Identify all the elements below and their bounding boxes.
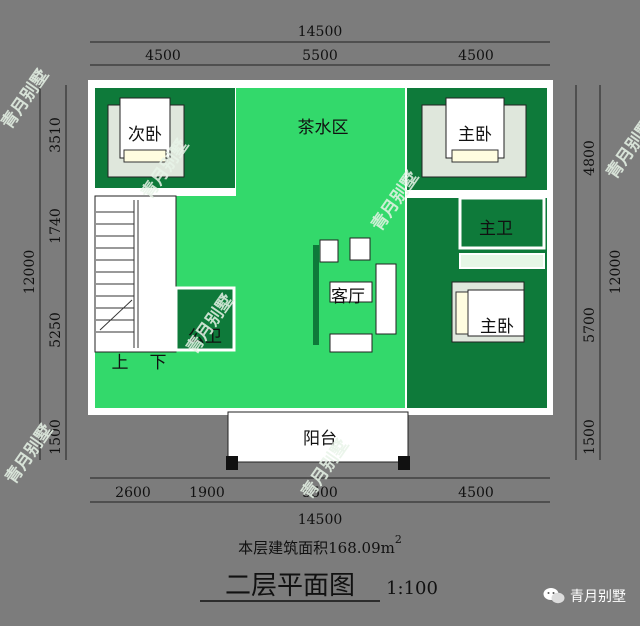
dim-top-3: 4500 (458, 48, 494, 64)
dim-bottom-4: 4500 (458, 485, 494, 501)
label-master-bedroom-bottom: 主卧 (480, 317, 514, 337)
dim-bottom-total: 14500 (298, 512, 343, 528)
bed-master-bottom (451, 281, 525, 343)
area-note: 本层建筑面积168.09m2 (238, 533, 402, 557)
dim-left-4: 1500 (48, 419, 64, 455)
stair-treads (96, 200, 139, 348)
wechat-icon (543, 588, 565, 604)
drawing-scale: 1:100 (386, 578, 438, 599)
stair-landing-zone (95, 350, 180, 408)
sofa-set (319, 237, 397, 353)
label-second-bedroom: 次卧 (128, 125, 162, 145)
master-bath-area (458, 196, 546, 250)
staircase (94, 195, 177, 353)
brand-label: 青月别墅 (570, 589, 626, 605)
label-stairs-up: 上 (112, 353, 129, 373)
label-living: 客厅 (331, 287, 365, 307)
watermark-7: 青月别墅 (602, 115, 640, 183)
dimension-lines (39, 41, 601, 503)
dim-bottom-2: 1900 (189, 485, 225, 501)
balcony-column-right (398, 456, 410, 470)
dim-right-2: 5700 (582, 307, 598, 343)
watermark-1: 青月别墅 (0, 65, 53, 133)
tv-wall (313, 245, 319, 345)
label-public-bath: 公卫 (188, 327, 222, 347)
dim-bottom-3: 5500 (302, 485, 338, 501)
dim-left-1: 3510 (48, 117, 64, 153)
dim-bottom-1: 2600 (115, 485, 151, 501)
dim-top-1: 4500 (145, 48, 181, 64)
bed-master-top (421, 97, 527, 178)
label-balcony: 阳台 (303, 429, 337, 449)
balcony-column-left (226, 456, 238, 470)
label-master-bedroom-top: 主卧 (458, 125, 492, 145)
dim-left-2: 1740 (48, 208, 64, 244)
public-bath-area (174, 286, 236, 352)
bed-second-bedroom (107, 97, 185, 178)
wardrobe-strip (459, 253, 545, 269)
dim-top-total: 14500 (298, 24, 343, 40)
label-tea-area: 茶水区 (298, 118, 349, 138)
label-stairs-down: 下 (150, 353, 167, 373)
dim-right-3: 1500 (582, 419, 598, 455)
brand-tag: 青月别墅 (543, 586, 626, 606)
dim-right-total: 12000 (608, 250, 624, 295)
dim-right-1: 4800 (582, 140, 598, 176)
label-master-bath: 主卫 (479, 219, 513, 239)
dim-left-3: 5250 (48, 312, 64, 348)
dim-left-total: 12000 (22, 250, 38, 295)
dim-top-2: 5500 (302, 48, 338, 64)
drawing-title: 二层平面图 (225, 571, 355, 601)
balcony-floor (227, 411, 409, 463)
